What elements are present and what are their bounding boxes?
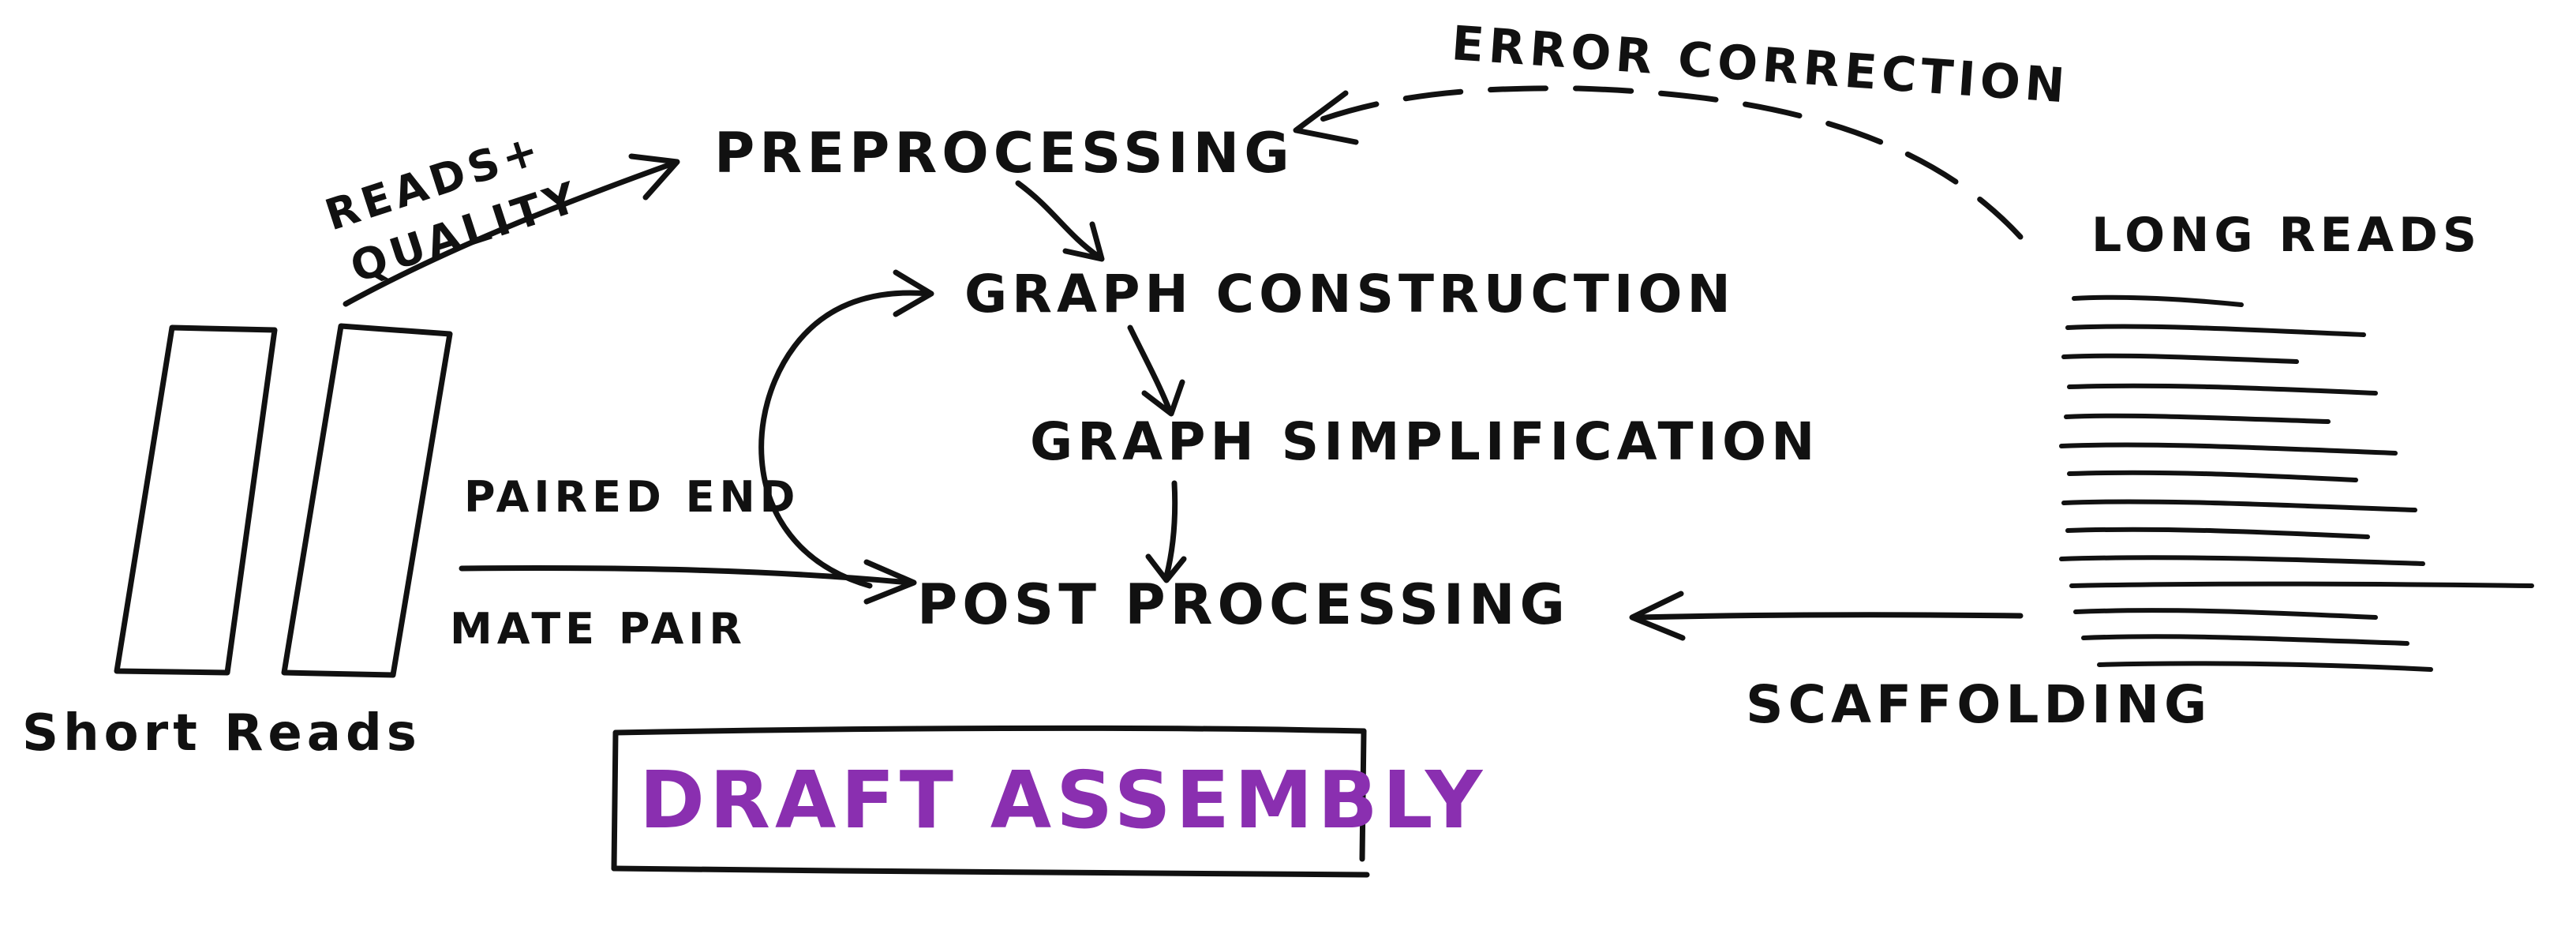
graph-simplification-node: GRAPH SIMPLIFICATION <box>1030 411 1819 472</box>
short-reads-icon <box>114 323 453 678</box>
paired-end-arrow <box>459 559 917 605</box>
error-correction-label: ERROR CORRECTION <box>1450 16 2071 114</box>
mate-pair-label: MATE PAIR <box>450 604 747 654</box>
scaffolding-arrow <box>1629 591 2024 641</box>
arrow-simplification-to-post <box>1145 480 1187 583</box>
arrow-construction-to-simplification <box>1127 324 1185 417</box>
error-correction-arrow <box>1293 85 2024 240</box>
arrow-preprocessing-to-construction <box>1015 180 1105 262</box>
post-processing-node: POST PROCESSING <box>917 572 1570 637</box>
reads-quality-arrow <box>343 153 680 307</box>
paired-end-label: PAIRED END <box>464 472 800 522</box>
graph-construction-node: GRAPH CONSTRUCTION <box>964 264 1735 324</box>
draft-assembly-label: DRAFT ASSEMBLY <box>639 754 1487 846</box>
short-reads-label: Short Reads <box>22 704 421 763</box>
preprocessing-node: PREPROCESSING <box>714 121 1294 186</box>
long-reads-label: LONG READS <box>2091 208 2481 263</box>
loop-arrow-post-to-construction <box>758 269 934 589</box>
long-reads-icon <box>2059 294 2534 672</box>
draft-assembly-box <box>611 725 1370 878</box>
scaffolding-label: SCAFFOLDING <box>1746 674 2211 735</box>
